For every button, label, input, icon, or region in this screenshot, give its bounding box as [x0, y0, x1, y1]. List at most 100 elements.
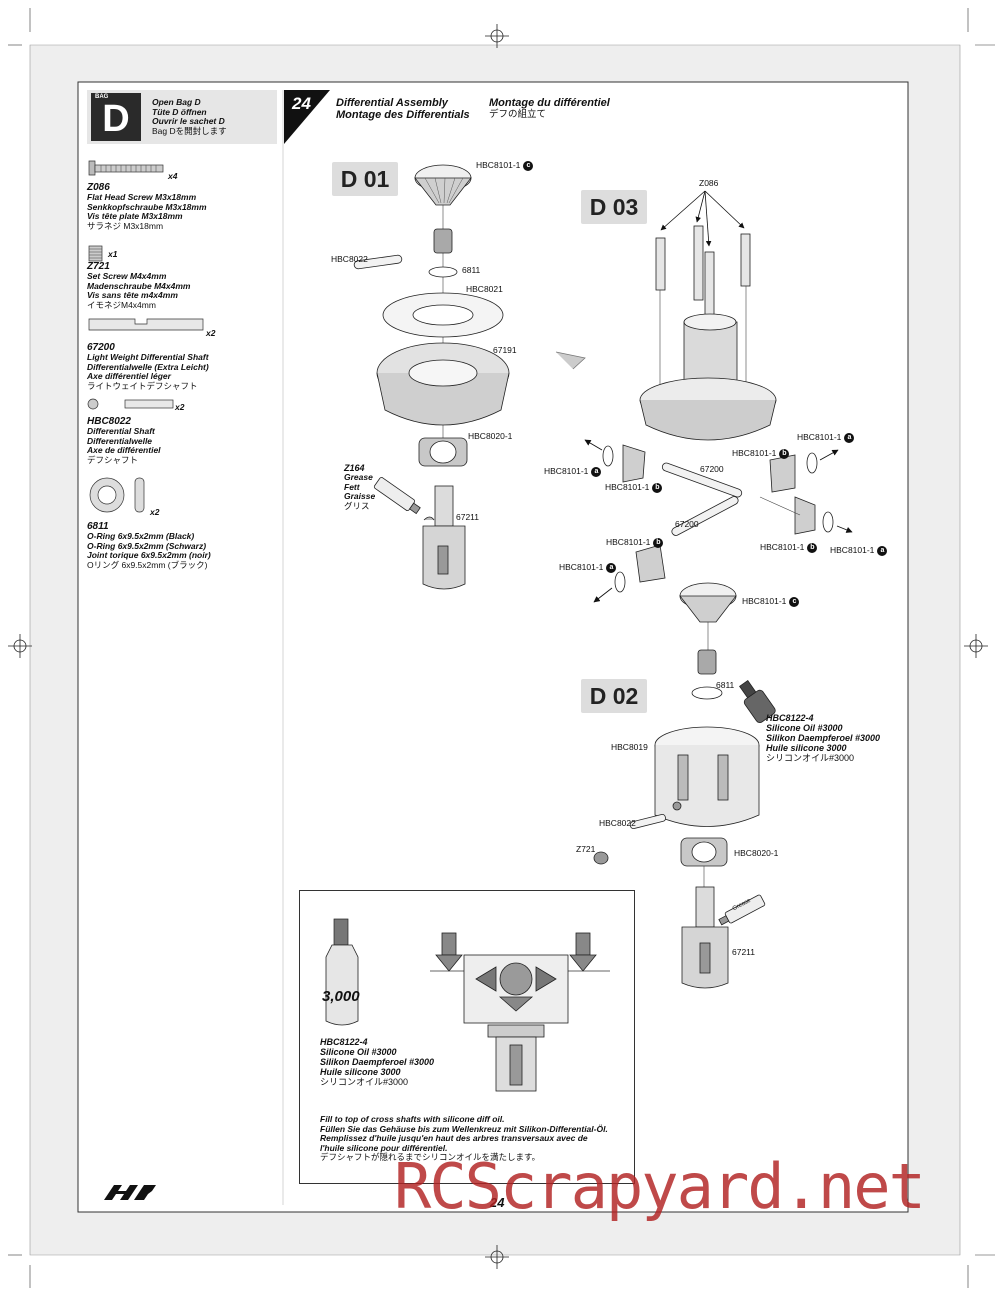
- part-desc: Set Screw M4x4mm: [87, 271, 167, 281]
- part-desc: O-Ring 6x9.5x2mm (Schwarz): [87, 540, 207, 551]
- part-desc: Oリング 6x9.5x2mm (ブラック): [87, 559, 208, 570]
- grease-line: Grease: [344, 472, 373, 482]
- differential-exploded-diagram: [353, 164, 853, 895]
- pin-icon: [87, 398, 174, 410]
- part-desc: Vis tête plate M3x18mm: [87, 211, 183, 221]
- bag-letter: D: [102, 98, 130, 140]
- part-desc: イモネジM4x4mm: [87, 299, 156, 310]
- d01-output-cup: [422, 485, 466, 590]
- instruction-line: Fill to top of cross shafts with silicon…: [320, 1114, 505, 1124]
- instruction-line: l'huile silicone pour différentiel.: [320, 1142, 448, 1153]
- callout-badge: a: [606, 562, 617, 573]
- step-number: 24: [292, 94, 311, 113]
- part-desc: Joint torique 6x9.5x2mm (noir): [87, 550, 211, 560]
- d03-shaft-67200: [661, 462, 743, 498]
- callout-label: HBC8101-1: [476, 160, 521, 170]
- d02-bearing: [680, 837, 728, 867]
- bag-label: BAG: [95, 94, 109, 100]
- callout-badge: b: [779, 448, 790, 459]
- part-desc: サラネジ M3x18mm: [87, 220, 164, 231]
- oil-line: Silicone Oil #3000: [766, 723, 843, 733]
- d01-bearing: [418, 437, 468, 467]
- callout-label: 6811: [462, 265, 481, 275]
- callout-badge: b: [807, 542, 818, 553]
- d03-washers: [602, 445, 834, 593]
- callout-label: HBC8022: [599, 818, 636, 828]
- part-qty: x1: [108, 249, 118, 259]
- part-desc: Differentialwelle: [87, 435, 153, 446]
- set-screw-icon: [88, 245, 103, 262]
- part-qty: x2: [175, 402, 185, 412]
- instruction-line: デフシャフトが隠れるまでシリコンオイルを満たします。: [320, 1152, 541, 1162]
- grease-line: Fett: [344, 481, 360, 492]
- d01-o-ring: [428, 266, 458, 278]
- grease-line: グリス: [344, 500, 370, 511]
- flat-head-screw-icon: [88, 160, 164, 176]
- section-d03-label: D 03: [581, 190, 647, 224]
- part-desc: Flat Head Screw M3x18mm: [87, 192, 197, 202]
- d03-ring-gear-case: [639, 313, 777, 441]
- part-desc: Senkkopfschraube M3x18mm: [87, 201, 207, 212]
- page-number: 24: [490, 1195, 505, 1210]
- oil-line: Huile silicone 3000: [766, 743, 847, 753]
- registration-mark: [8, 24, 988, 1269]
- d02-pin: [629, 814, 666, 830]
- bottle-label: 3,000: [322, 988, 360, 1005]
- bag-line-en: Open Bag D: [152, 97, 201, 107]
- part-desc: Axe différentiel léger: [87, 371, 171, 381]
- callout-badge: a: [591, 466, 602, 477]
- oil-bottle-icon: [325, 918, 359, 1026]
- part-code: Z721: [87, 261, 110, 272]
- part-desc: デフシャフト: [87, 454, 139, 465]
- step-title-fr: Montage du différentiel: [489, 97, 610, 109]
- d01-bevel-gear: [414, 164, 472, 206]
- inset-oil-line: Huile silicone 3000: [320, 1067, 401, 1077]
- step-title-en: Differential Assembly: [336, 97, 448, 109]
- callout-label: Z086: [699, 178, 719, 188]
- callout-label: HBC8101-1: [606, 537, 651, 547]
- grease-line: Graisse: [344, 491, 376, 501]
- callout-label: 6811: [716, 680, 735, 690]
- d01-ring-gear: [376, 342, 510, 426]
- callout-label: 67200: [675, 519, 699, 529]
- d03-bevel-gear: [679, 582, 737, 623]
- callout-label: HBC8101-1: [830, 545, 875, 555]
- watermark: RCScrapyard.net: [394, 1150, 926, 1223]
- d03-shaft-67200-b: [671, 496, 739, 536]
- inset-oil-line: Silicone Oil #3000: [320, 1047, 397, 1057]
- callout-label: 67200: [700, 464, 724, 474]
- part-code: 67200: [87, 342, 115, 353]
- callout-badge: b: [652, 482, 663, 493]
- callout-label: HBC8101-1: [797, 432, 842, 442]
- d03-screws: [655, 225, 751, 317]
- d02-o-ring: [691, 686, 723, 700]
- section-d01-label: D 01: [332, 162, 398, 196]
- section-d02-label: D 02: [581, 679, 647, 713]
- inset-oil-line: Silikon Daempferoel #3000: [320, 1057, 435, 1067]
- callout-badge: c: [789, 596, 800, 607]
- bag-header: BAG D Open Bag D Tüte D öffnen Ouvrir le…: [87, 90, 277, 144]
- bag-badge: BAG D: [91, 93, 141, 141]
- oil-fill-inset: 3,000 HBC8122-4 Silicone Oil #3000 Silik…: [299, 890, 635, 1184]
- callout-label: HBC8101-1: [559, 562, 604, 572]
- bag-line-de: Tüte D öffnen: [152, 106, 207, 117]
- part-desc: Light Weight Differential Shaft: [87, 352, 209, 362]
- part-qty: x4: [168, 171, 178, 181]
- part-desc: Axe de différentiel: [87, 445, 161, 455]
- d03-spider-gear: [622, 444, 816, 583]
- part-desc: Vis sans tête m4x4mm: [87, 290, 178, 300]
- callout-label: 67211: [732, 947, 756, 957]
- callout-label: 67211: [456, 512, 480, 522]
- bag-line-jp: Bag Dを開封します: [152, 125, 227, 136]
- d02-diff-case: [654, 726, 760, 827]
- d02-set-screw-part: [697, 649, 717, 675]
- callout-label: 67191: [493, 345, 517, 355]
- part-desc: Madenschraube M4x4mm: [87, 280, 191, 291]
- d01-pin: [353, 254, 403, 270]
- callout-label: HBC8021: [466, 284, 503, 294]
- callout-label: HBC8101-1: [760, 542, 805, 552]
- d01-set-screw-part: [433, 228, 453, 254]
- callout-badge: b: [653, 537, 664, 548]
- callout-label: Z721: [576, 844, 596, 854]
- instruction-line: Remplissez d'huile jusqu'en haut des arb…: [320, 1133, 588, 1143]
